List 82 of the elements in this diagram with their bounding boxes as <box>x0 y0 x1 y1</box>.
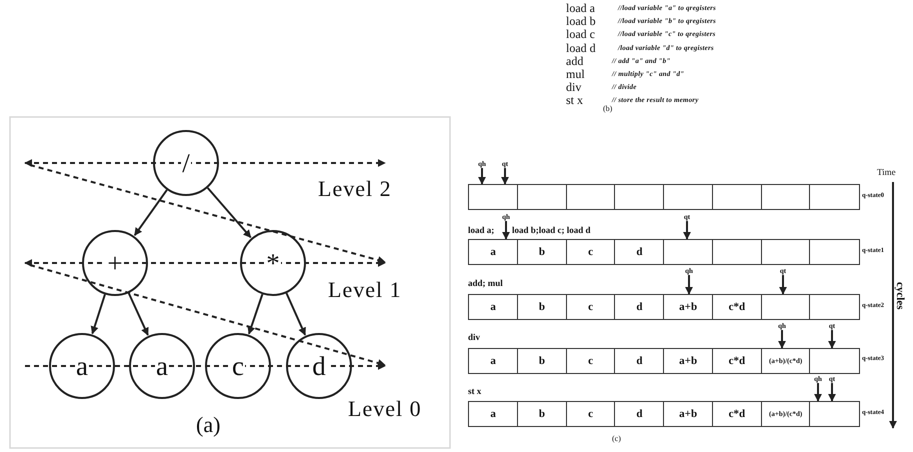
figure-caption: (a) <box>196 412 220 438</box>
queue-cell: c*d <box>712 401 762 427</box>
queue-cell <box>809 184 860 210</box>
tree-node-circle <box>205 333 271 399</box>
instruction-code: load c <box>566 27 595 42</box>
instruction-code: load b <box>566 14 596 30</box>
queue-cell <box>760 294 811 320</box>
axis-label: cycles <box>894 282 906 310</box>
arrow <box>778 330 786 349</box>
queue-cell: c*d <box>712 348 762 374</box>
queue-cell: a+b <box>663 348 714 374</box>
arrow <box>828 330 836 349</box>
arrow <box>779 275 787 295</box>
arrow <box>286 292 306 336</box>
queue-cell: c*d <box>712 294 762 320</box>
queue-cell <box>566 184 616 210</box>
queue-cell: b <box>516 401 567 427</box>
queue-cell <box>809 239 860 265</box>
arrow <box>134 189 168 236</box>
level-label: Level 2 <box>318 176 392 202</box>
level-label: Level 0 <box>348 396 422 422</box>
queue-cell <box>516 184 567 210</box>
queue-cell <box>712 239 762 265</box>
arrow <box>478 168 486 185</box>
arrow <box>502 221 510 240</box>
arrow <box>685 275 693 295</box>
tree-node-circle <box>286 333 352 399</box>
axis-label: Time <box>877 167 896 177</box>
queue-cell: b <box>516 294 567 320</box>
instruction-label: st x <box>468 386 482 396</box>
queue-cell <box>809 294 860 320</box>
instruction-code: mul <box>566 67 585 82</box>
queue-cell <box>809 348 860 374</box>
queue-cell: d <box>614 294 664 320</box>
queue-cell: d <box>614 239 664 265</box>
queue-cell <box>663 239 714 265</box>
level-label: Level 1 <box>328 277 402 303</box>
queue-cell <box>760 239 811 265</box>
queue-cell: a <box>468 294 518 320</box>
queue-cell <box>712 184 762 210</box>
instruction-label: load a; <box>468 225 494 235</box>
queue-cell: c <box>566 401 616 427</box>
arrow <box>814 383 822 402</box>
instruction-code: div <box>566 80 582 96</box>
queue-cell: a+b <box>663 401 714 427</box>
queue-cell <box>663 184 714 210</box>
tree-node-circle <box>129 333 195 399</box>
queue-cell: d <box>614 401 664 427</box>
queue-cell: c <box>566 239 616 265</box>
figure-caption: (c) <box>612 434 621 443</box>
instruction-code: add <box>566 54 584 69</box>
queue-cell: b <box>516 348 567 374</box>
queue-cell <box>614 184 664 210</box>
queue-cell: c <box>566 294 616 320</box>
queue-cell: d <box>614 348 664 374</box>
arrow <box>828 383 836 402</box>
queue-cell <box>468 184 518 210</box>
figure-caption: (b) <box>603 104 612 113</box>
instruction-label: load b;load c; load d <box>512 225 591 235</box>
instruction-code: load a <box>566 1 595 16</box>
tree-node-circle <box>153 130 219 196</box>
arrow <box>501 168 509 185</box>
arrow <box>90 294 106 334</box>
instruction-label: add; mul <box>468 278 503 288</box>
tree-node-circle <box>82 230 148 296</box>
instruction-code: load d <box>566 40 596 56</box>
arrow <box>247 294 264 335</box>
queue-cell: b <box>516 239 567 265</box>
tree-node-circle <box>240 230 306 296</box>
queue-cell: c <box>566 348 616 374</box>
queue-cell: a+b <box>663 294 714 320</box>
instruction-code: st x <box>566 93 584 108</box>
arrow <box>683 221 691 240</box>
arrow <box>206 187 252 238</box>
instruction-label: div <box>468 332 480 342</box>
queue-cell: a <box>468 401 518 427</box>
queue-cell: a <box>468 239 518 265</box>
queue-cell <box>809 401 860 427</box>
queue-cell: a <box>468 348 518 374</box>
queue-cell <box>760 184 811 210</box>
tree-node-circle <box>49 333 115 399</box>
arrow <box>128 292 149 336</box>
